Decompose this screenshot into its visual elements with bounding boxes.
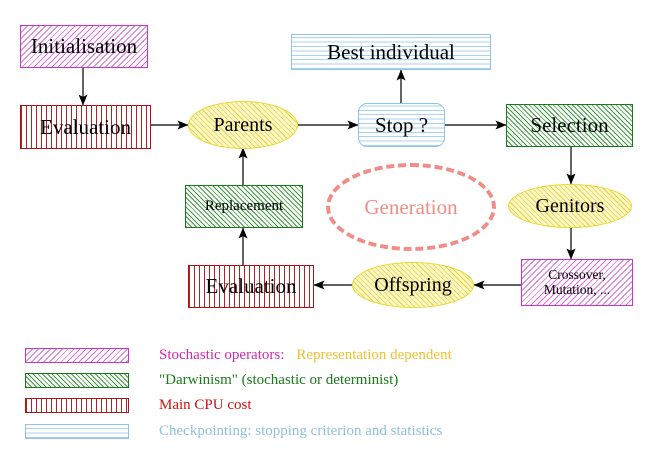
node-crossover-label-line2: Mutation, ... xyxy=(543,281,611,297)
node-evaluation-bottom-label: Evaluation xyxy=(205,274,297,299)
node-replacement[interactable]: Replacement xyxy=(185,185,303,228)
node-offspring-label: Offspring xyxy=(374,273,452,296)
node-genitors-label: Genitors xyxy=(535,194,605,217)
node-generation: Generation xyxy=(326,163,496,251)
legend-row-stochastic-operators: Stochastic operators: Representation depe… xyxy=(25,347,452,364)
legend-swatch-red-hatch xyxy=(25,398,129,413)
legend-row-main-cpu-cost: Main CPU cost xyxy=(25,397,252,414)
node-parents[interactable]: Parents xyxy=(188,101,298,149)
legend-row-checkpointing: Checkpointing: stopping criterion and st… xyxy=(25,423,442,440)
legend-text-checkpointing: Checkpointing: stopping criterion and st… xyxy=(159,423,443,439)
legend-swatch-blue-hatch xyxy=(25,424,129,439)
legend-label-stochastic-operators: Stochastic operators: Representation depe… xyxy=(159,347,452,364)
node-initialisation[interactable]: Initialisation xyxy=(20,25,148,68)
node-parents-label: Parents xyxy=(213,113,273,136)
legend-text-stochastic-operators: Stochastic operators: xyxy=(159,347,285,363)
node-evaluation-bottom[interactable]: Evaluation xyxy=(188,265,314,308)
legend-text-main-cpu-cost: Main CPU cost xyxy=(159,397,252,413)
legend-text-representation-dependent: Representation dependent xyxy=(296,347,452,363)
node-best-individual[interactable]: Best individual xyxy=(291,34,491,70)
node-offspring[interactable]: Offspring xyxy=(352,262,474,308)
node-stop[interactable]: Stop ? xyxy=(358,103,445,147)
node-replacement-label: Replacement xyxy=(204,197,284,214)
legend-swatch-magenta-hatch xyxy=(25,348,129,363)
node-stop-label: Stop ? xyxy=(374,112,429,137)
node-selection-label: Selection xyxy=(530,113,609,138)
legend-swatch-green-hatch xyxy=(25,373,129,388)
legend-row-darwinism: "Darwinism" (stochastic or determinist) xyxy=(25,372,398,389)
node-evaluation-top[interactable]: Evaluation xyxy=(20,105,151,149)
node-evaluation-top-label: Evaluation xyxy=(40,114,131,139)
node-crossover-label-line1: Crossover, xyxy=(548,267,606,283)
legend-text-darwinism: "Darwinism" (stochastic or determinist) xyxy=(159,372,399,388)
node-best-individual-label: Best individual xyxy=(327,39,455,64)
node-selection[interactable]: Selection xyxy=(506,104,633,147)
node-genitors[interactable]: Genitors xyxy=(508,184,632,228)
node-initialisation-label: Initialisation xyxy=(30,34,138,59)
node-crossover[interactable]: Crossover, Mutation, ... xyxy=(521,259,633,306)
node-generation-label: Generation xyxy=(364,194,458,219)
